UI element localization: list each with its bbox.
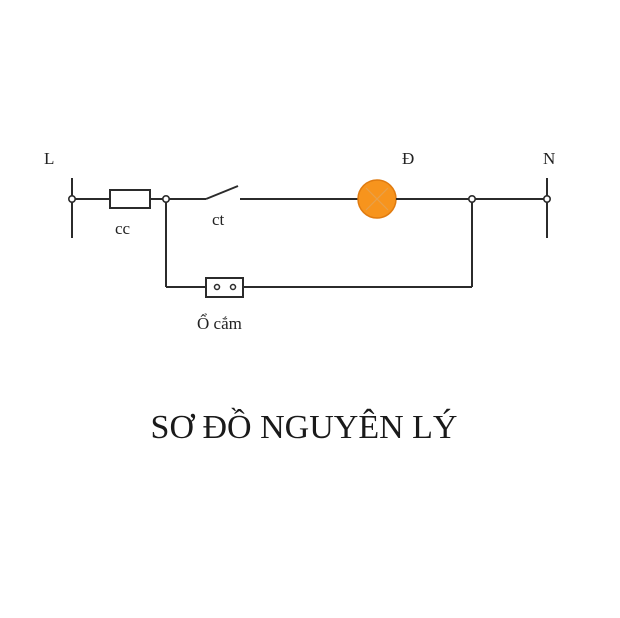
node-after-lamp xyxy=(467,195,476,204)
line-terminal-label: L xyxy=(44,149,54,168)
switch-blade xyxy=(205,185,239,200)
switch-label: ct xyxy=(212,210,225,229)
node-l xyxy=(68,195,77,204)
lamp-icon xyxy=(357,179,397,219)
lamp-label: Đ xyxy=(402,149,414,168)
fuse-label: cc xyxy=(115,219,131,238)
socket-icon xyxy=(205,277,244,298)
neutral-terminal-label: N xyxy=(543,149,555,168)
fuse-icon xyxy=(109,189,151,209)
diagram-title: SƠ ĐỒ NGUYÊN LÝ xyxy=(151,407,458,446)
node-after-fuse xyxy=(162,195,171,204)
node-n xyxy=(542,195,551,204)
socket-label: Ổ cắm xyxy=(197,313,242,333)
